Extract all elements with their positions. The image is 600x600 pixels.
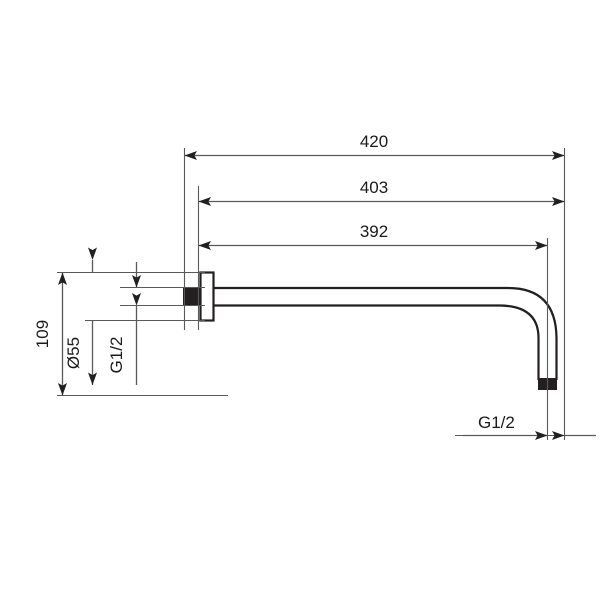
dimension-109: 109 <box>33 272 67 396</box>
dim-109-label: 109 <box>33 320 52 348</box>
elbow-inner-curve <box>499 304 540 380</box>
inlet-thread-block <box>183 287 201 306</box>
dimension-403: 403 <box>198 178 565 206</box>
dim-420-label: 420 <box>360 132 388 151</box>
dimension-inlet-thread: G1/2 <box>107 262 141 385</box>
dim-flange-diameter-label: Ø55 <box>64 337 83 369</box>
dimension-outlet-thread: G1/2 <box>463 413 596 440</box>
dim-403-label: 403 <box>360 178 388 197</box>
dimension-flange-diameter: Ø55 <box>64 247 97 385</box>
wall-flange <box>199 271 215 322</box>
product-geometry <box>183 271 558 390</box>
elbow-outer-curve <box>507 286 558 380</box>
extension-lines <box>57 148 596 440</box>
dim-392-label: 392 <box>360 222 388 241</box>
vertical-dimensions: 109 Ø55 G1/2 <box>33 247 141 396</box>
dimension-392: 392 <box>198 222 548 250</box>
dim-inlet-thread-label: G1/2 <box>107 337 126 374</box>
dimension-420: 420 <box>184 132 565 160</box>
dim-outlet-thread-label: G1/2 <box>478 413 515 432</box>
horizontal-dimensions: 420 403 392 G1/2 <box>184 132 596 440</box>
